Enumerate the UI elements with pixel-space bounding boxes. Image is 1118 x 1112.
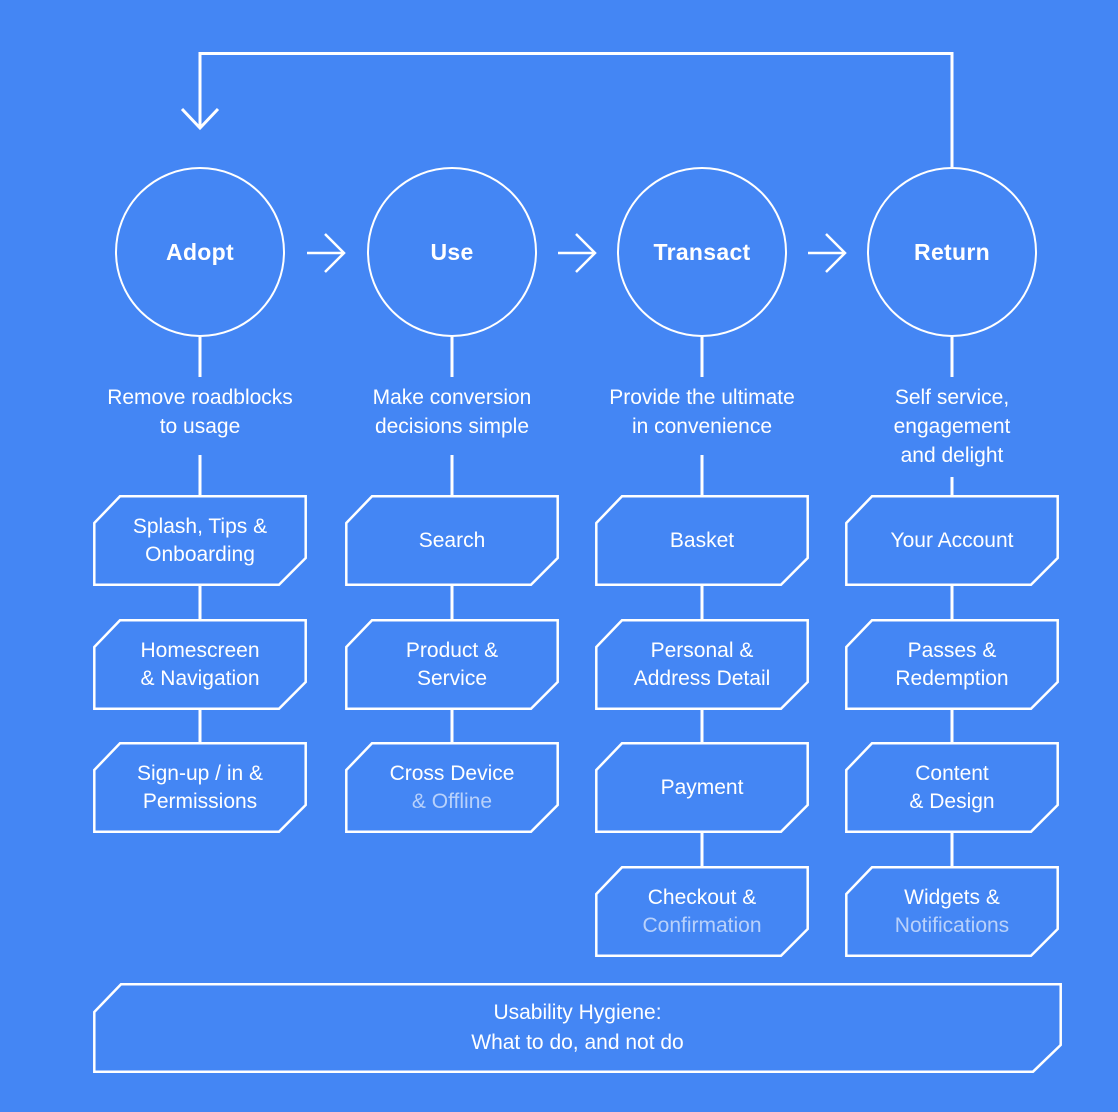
stage-circle-transact: Transact (617, 167, 787, 337)
node-line: Sign-up / in & (136, 761, 264, 785)
node-content-design: Content & Design (845, 742, 1059, 833)
description-line: Provide the ultimate (609, 386, 795, 409)
connector-stubs (198, 337, 954, 867)
node-line: Product & (405, 638, 499, 662)
node-line-muted: Confirmation (642, 913, 762, 937)
node-line: Your Account (890, 528, 1014, 552)
node-line-muted: Notifications (894, 913, 1010, 937)
node-product-service: Product & Service (345, 619, 559, 710)
loop-arrowhead-icon (180, 107, 220, 131)
node-line: Search (418, 528, 486, 552)
arrow-transact-to-return-icon (808, 233, 847, 273)
node-line: Basket (669, 528, 735, 552)
node-line: Permissions (142, 789, 258, 813)
description-line: Self service, (894, 386, 1010, 409)
node-line: Splash, Tips & (132, 514, 268, 538)
node-line: Service (416, 666, 488, 690)
node-line: Payment (660, 775, 744, 799)
node-payment: Payment (595, 742, 809, 833)
stage-description-use: Make conversion decisions simple (322, 383, 582, 441)
node-line: Checkout & (647, 885, 757, 909)
return-to-adopt-loop-line (198, 52, 954, 167)
stage-label: Return (914, 238, 990, 265)
node-line: Homescreen (140, 638, 260, 662)
node-line: & Design (909, 789, 995, 813)
node-line: & Navigation (140, 666, 260, 690)
stage-description-return: Self service, engagement and delight (822, 383, 1082, 470)
stage-description-transact: Provide the ultimate in convenience (572, 383, 832, 441)
node-signup-permissions: Sign-up / in & Permissions (93, 742, 307, 833)
description-line: to usage (159, 415, 241, 438)
node-line: Address Detail (633, 666, 771, 690)
node-passes-redemption: Passes & Redemption (845, 619, 1059, 710)
stage-description-adopt: Remove roadblocks to usage (70, 383, 330, 441)
stage-label: Adopt (166, 238, 234, 265)
description-line: in convenience (631, 415, 773, 438)
node-line-muted: & Offline (411, 789, 493, 813)
node-usability-hygiene: Usability Hygiene: What to do, and not d… (93, 983, 1062, 1073)
node-line: Passes & (907, 638, 997, 662)
description-line: engagement (893, 415, 1011, 438)
description-line: Make conversion (372, 386, 532, 409)
node-checkout-confirmation: Checkout & Confirmation (595, 866, 809, 957)
node-search: Search (345, 495, 559, 586)
arrow-adopt-to-use-icon (307, 233, 346, 273)
description-line: and delight (900, 444, 1004, 467)
arrow-use-to-transact-icon (558, 233, 597, 273)
stage-circle-return: Return (867, 167, 1037, 337)
stage-label: Use (430, 238, 474, 265)
footer-line: Usability Hygiene: (493, 1001, 662, 1024)
node-splash-tips-onboarding: Splash, Tips & Onboarding (93, 495, 307, 586)
description-line: Remove roadblocks (107, 386, 293, 409)
node-line: Redemption (895, 666, 1009, 690)
node-line: Personal & (650, 638, 754, 662)
node-basket: Basket (595, 495, 809, 586)
footer-line: What to do, and not do (471, 1031, 684, 1054)
node-your-account: Your Account (845, 495, 1059, 586)
stage-circle-adopt: Adopt (115, 167, 285, 337)
stage-circle-use: Use (367, 167, 537, 337)
node-widgets-notifications: Widgets & Notifications (845, 866, 1059, 957)
node-personal-address-detail: Personal & Address Detail (595, 619, 809, 710)
node-line: Onboarding (145, 542, 255, 566)
stage-label: Transact (653, 238, 751, 265)
node-cross-device-offline: Cross Device & Offline (345, 742, 559, 833)
node-line: Content (915, 761, 989, 785)
node-homescreen-navigation: Homescreen & Navigation (93, 619, 307, 710)
node-line: Widgets & (904, 885, 1000, 909)
description-line: decisions simple (374, 415, 530, 438)
node-line: Cross Device (389, 761, 515, 785)
